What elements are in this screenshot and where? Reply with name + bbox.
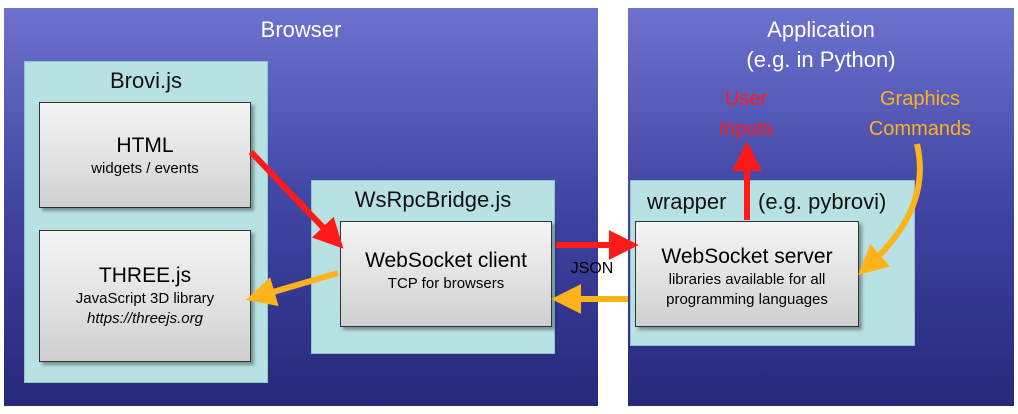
json-label: JSON — [570, 260, 614, 277]
html-to-client-arrow — [248, 149, 344, 249]
wrapper-title: wrapper — [647, 189, 727, 214]
server-box-line1: libraries available for all — [668, 271, 826, 288]
three-box-link: https://threejs.org — [87, 310, 203, 327]
three-box: THREE.js JavaScript 3D library https://t… — [39, 230, 251, 362]
browser-title: Browser — [260, 17, 342, 42]
application-title-line1: Application — [767, 17, 875, 42]
bridge-title: WsRpcBridge.js — [354, 187, 512, 212]
user-inputs-label: User Inputs — [718, 88, 774, 140]
server-box-title: WebSocket server — [661, 245, 833, 268]
graphics-commands-to-server-arrow — [857, 143, 923, 276]
websocket-server-box: WebSocket server libraries available for… — [635, 221, 859, 327]
websocket-client-box: WebSocket client TCP for browsers — [340, 221, 552, 327]
browser-panel: Browser Brovi.js HTML widgets / events T… — [4, 8, 598, 406]
html-box-subtitle: widgets / events — [91, 160, 199, 177]
three-box-title: THREE.js — [98, 264, 192, 287]
client-box-title: WebSocket client — [365, 249, 527, 272]
html-box-title: HTML — [116, 134, 174, 157]
client-to-three-arrow — [245, 270, 339, 307]
application-title-line2: (e.g. in Python) — [746, 47, 896, 72]
html-box: HTML widgets / events — [39, 102, 251, 208]
graphics-commands-label: Graphics Commands — [868, 88, 972, 140]
brovi-container: Brovi.js HTML widgets / events THREE.js … — [24, 61, 268, 383]
application-panel: Application (e.g. in Python) User Inputs… — [628, 8, 1014, 406]
wrapper-note: (e.g. pybrovi) — [758, 189, 887, 214]
three-box-subtitle: JavaScript 3D library — [75, 290, 215, 307]
client-box-subtitle: TCP for browsers — [387, 275, 505, 292]
wrapper-container: wrapper (e.g. pybrovi) WebSocket server … — [630, 180, 915, 346]
bridge-container: WsRpcBridge.js WebSocket client TCP for … — [311, 180, 555, 354]
server-box-line2: programming languages — [666, 291, 828, 308]
brovi-title: Brovi.js — [109, 68, 183, 93]
application-title: Application (e.g. in Python) — [628, 15, 1014, 75]
